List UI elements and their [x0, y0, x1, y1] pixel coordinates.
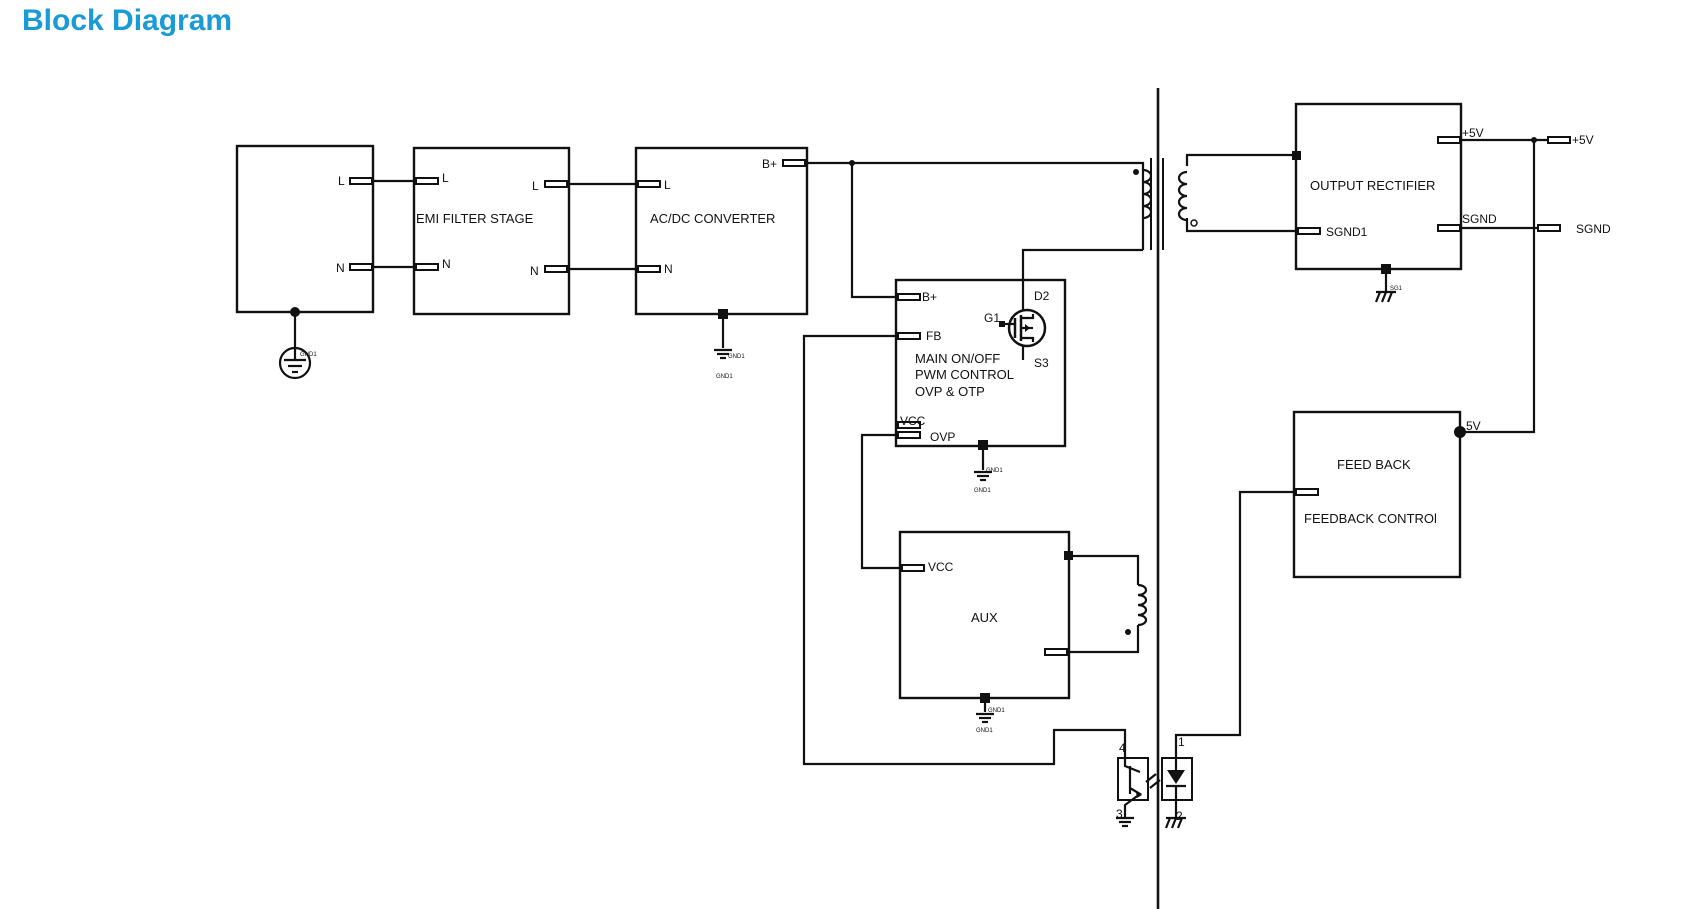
opto-pin-1: 1 — [1178, 735, 1185, 749]
pin-label-mosfet-g1: G1 — [984, 311, 1000, 325]
main-pwm-control-block — [894, 278, 1067, 448]
opto-pin-2: 2 — [1176, 809, 1183, 823]
ac-input-block — [235, 144, 375, 314]
pin-label-input-n: N — [336, 261, 345, 275]
acdc-converter-label: AC/DC CONVERTER — [650, 211, 775, 226]
pin-label-emi-l: L — [442, 171, 449, 185]
pin-label-aux-vcc: VCC — [928, 560, 954, 574]
pin-label-mosfet-d2: D2 — [1034, 289, 1050, 303]
pin-stubs — [349, 136, 1571, 656]
gnd-label-acdc-a: GND1 — [728, 354, 745, 360]
main-control-label-line3: OVP & OTP — [915, 384, 985, 399]
opto-pin-3: 3 — [1116, 807, 1123, 821]
aux-label: AUX — [971, 610, 998, 625]
pin-label-acdc-l: L — [664, 178, 671, 192]
feedback-label-line2: FEEDBACK CONTROl — [1304, 511, 1437, 526]
emi-filter-block — [412, 146, 571, 316]
emi-filter-label: EMI FILTER STAGE — [416, 211, 534, 226]
main-control-label-line1: MAIN ON/OFF — [915, 351, 1000, 366]
earth-ground-symbol — [278, 346, 312, 380]
sg-label-rectifier: SG1 — [1390, 286, 1403, 292]
ground-symbol-acdc — [714, 348, 732, 360]
chassis-ground-symbol-rectifier — [1374, 290, 1396, 303]
gnd-label-aux-b: GND1 — [976, 728, 993, 734]
optocoupler — [1117, 755, 1193, 818]
transformer — [1133, 158, 1198, 250]
feedback-label-line1: FEED BACK — [1337, 457, 1411, 472]
gnd-label-aux-a: GND1 — [988, 708, 1005, 714]
pin-label-acdc-bplus: B+ — [762, 157, 777, 171]
opto-pin-4: 4 — [1119, 741, 1126, 755]
feedback-control-block — [1292, 410, 1462, 579]
aux-block — [898, 530, 1071, 700]
main-control-label-line2: PWM CONTROL — [915, 367, 1014, 382]
pin-label-main-fb: FB — [926, 329, 941, 343]
junction-dots — [290, 137, 1537, 703]
ground-symbol-main — [974, 470, 992, 482]
aux-winding — [1125, 583, 1148, 635]
page-title: Block Diagram — [22, 4, 233, 37]
gnd-label-input: GND1 — [300, 352, 317, 358]
output-rectifier-block — [1294, 102, 1463, 271]
pin-label-input-l: L — [338, 174, 345, 188]
pin-label-main-vcc: VCC — [900, 414, 926, 428]
ground-symbol-aux — [976, 712, 994, 724]
chassis-ground-symbol-opto — [1164, 816, 1186, 829]
pin-label-acdc-n: N — [664, 262, 673, 276]
pin-label-emi-out-n: N — [530, 264, 539, 278]
pin-label-fb-5v: 5V — [1466, 419, 1481, 433]
mosfet-switch — [999, 308, 1047, 348]
output-label-sgnd: SGND — [1576, 222, 1611, 236]
pin-label-main-bplus: B+ — [922, 290, 937, 304]
pin-label-emi-n: N — [442, 257, 451, 271]
pin-label-rect-sgnd1: SGND1 — [1326, 225, 1368, 239]
pin-label-rect-plus5v: +5V — [1462, 126, 1484, 140]
pin-label-emi-out-l: L — [532, 179, 539, 193]
pin-label-rect-sgnd: SGND — [1462, 212, 1497, 226]
wiring — [293, 138, 1548, 766]
gnd-label-acdc-b: GND1 — [716, 374, 733, 380]
output-rectifier-label: OUTPUT RECTIFIER — [1310, 178, 1435, 193]
gnd-label-main-a: GND1 — [986, 468, 1003, 474]
ground-symbol-opto-primary — [1116, 816, 1134, 828]
output-label-plus5v: +5V — [1572, 133, 1594, 147]
gnd-label-main-b: GND1 — [974, 488, 991, 494]
acdc-converter-block — [634, 146, 809, 316]
pin-label-main-ovp: OVP — [930, 430, 955, 444]
pin-label-mosfet-s3: S3 — [1034, 356, 1049, 370]
